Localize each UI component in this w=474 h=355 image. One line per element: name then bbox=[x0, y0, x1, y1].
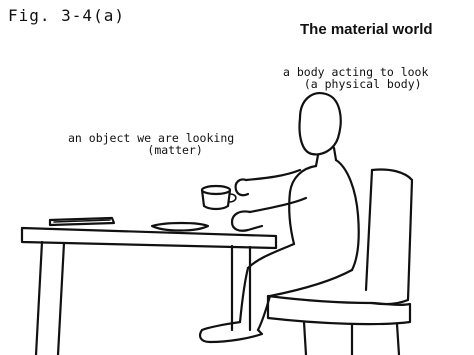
figure-title: The material world bbox=[300, 21, 433, 38]
chair-back-leg bbox=[395, 322, 401, 355]
table bbox=[20, 216, 278, 355]
body-annotation-line1: a body acting to look bbox=[283, 65, 429, 79]
table-right-leg bbox=[230, 244, 252, 332]
person-torso-back bbox=[334, 158, 360, 272]
chair-backrest bbox=[370, 168, 414, 306]
cup bbox=[200, 184, 237, 211]
person-hand-table bbox=[230, 210, 264, 232]
person-thigh bbox=[246, 242, 354, 298]
object-annotation-line2: (matter) bbox=[147, 143, 203, 158]
object-annotation-line1: an object we are looking bbox=[68, 131, 235, 145]
cup-body bbox=[200, 188, 232, 211]
chair bbox=[266, 168, 414, 355]
person bbox=[199, 92, 360, 344]
table-left-leg bbox=[34, 240, 66, 355]
cup-rim bbox=[200, 184, 232, 196]
figure-label: Fig. 3-4(a) bbox=[8, 6, 125, 25]
chair-seat bbox=[266, 294, 412, 326]
person-neck bbox=[314, 146, 338, 168]
book-on-table bbox=[48, 216, 116, 227]
person-lower-leg bbox=[238, 266, 272, 332]
book-pages bbox=[53, 219, 111, 223]
person-foot bbox=[199, 320, 264, 344]
person-upper-arm bbox=[244, 168, 308, 214]
object-annotation: an object we are looking(matter) bbox=[68, 132, 234, 156]
person-head bbox=[298, 92, 342, 156]
body-annotation-line2: (a physical body) bbox=[303, 77, 422, 92]
table-top bbox=[20, 226, 278, 250]
saucer bbox=[150, 221, 210, 232]
chair-front-leg bbox=[302, 320, 308, 355]
person-hand-cup bbox=[234, 178, 250, 197]
chair-backrest-front-edge bbox=[364, 168, 374, 292]
cup-handle bbox=[228, 193, 237, 203]
body-annotation: a body acting to look(a physical body) bbox=[283, 66, 428, 90]
person-torso-front bbox=[288, 164, 318, 246]
